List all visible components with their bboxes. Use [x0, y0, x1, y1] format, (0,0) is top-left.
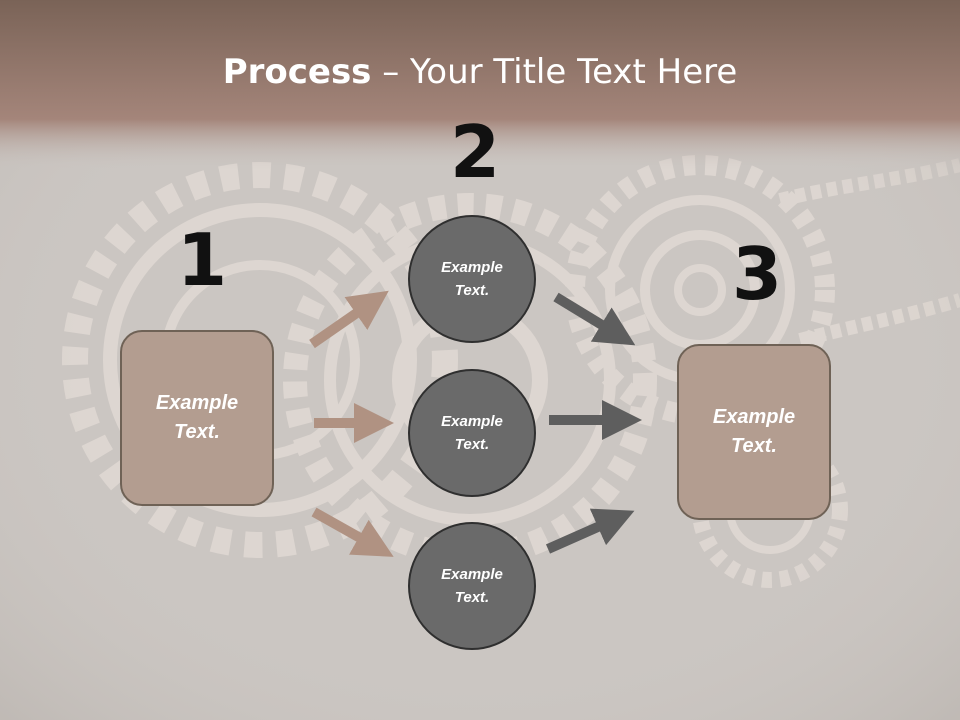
step-1-box: Example Text. [120, 330, 274, 506]
slide-title: Process – Your Title Text Here [0, 52, 960, 92]
step-number-3: 3 [732, 232, 783, 316]
step-3-box: Example Text. [677, 344, 831, 520]
process-circle-3: Example Text. [408, 522, 536, 650]
title-bold: Process [222, 52, 372, 92]
process-circle-1: Example Text. [408, 215, 536, 343]
title-rest: – Your Title Text Here [371, 52, 738, 92]
arrow-box1-to-circle1 [309, 290, 389, 349]
arrow-box1-to-circle3 [311, 507, 394, 557]
arrow-circle3-to-box3 [545, 508, 635, 554]
step-number-1: 1 [177, 218, 228, 302]
header-band [0, 0, 960, 170]
process-circle-2: Example Text. [408, 369, 536, 497]
step-number-2: 2 [450, 110, 501, 194]
arrow-circle1-to-box3 [553, 292, 636, 346]
